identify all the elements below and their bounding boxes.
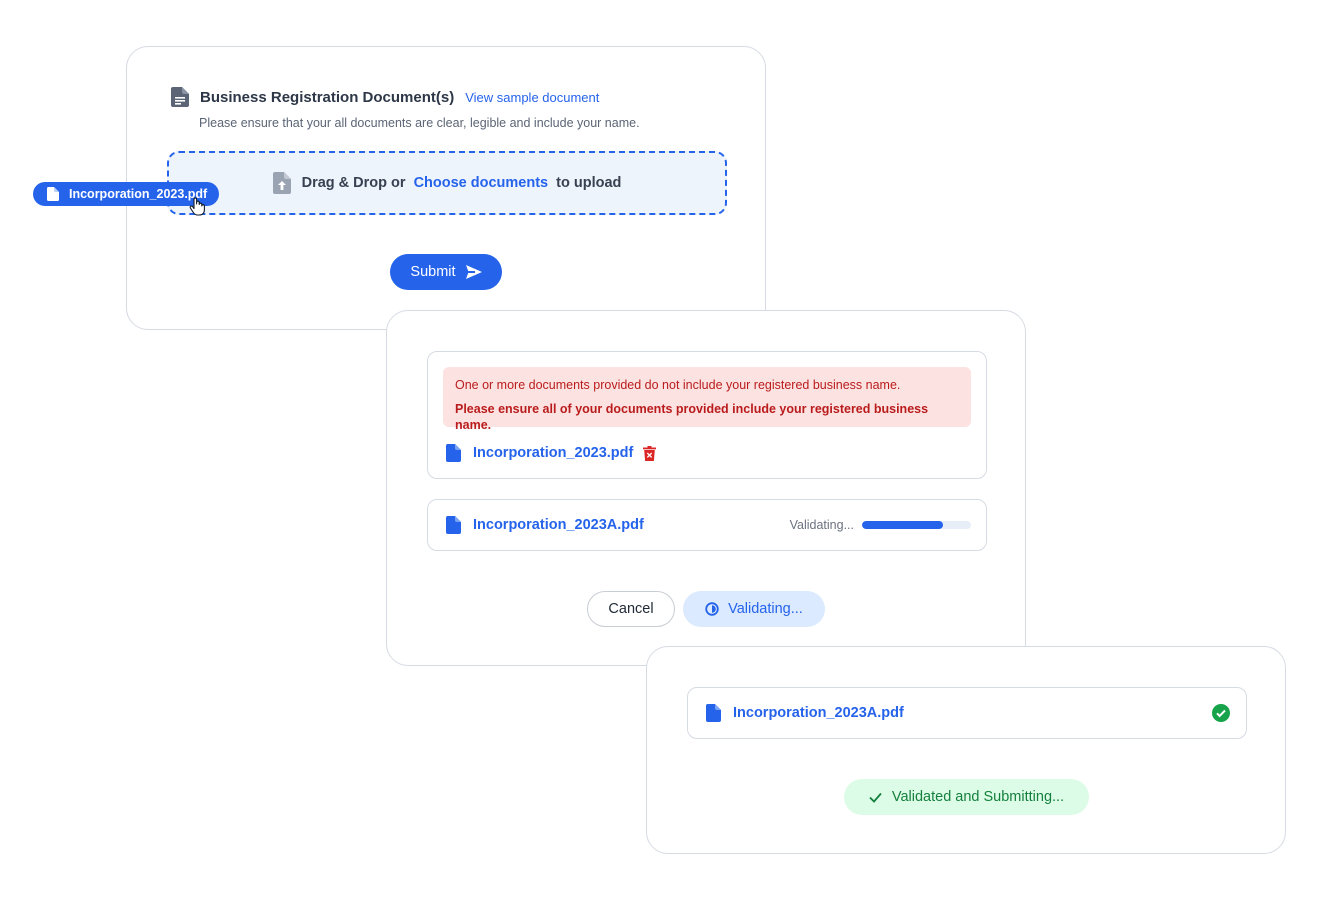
document-icon xyxy=(706,704,721,722)
upload-dropzone[interactable]: Drag & Drop or Choose documents to uploa… xyxy=(167,151,727,215)
progress-track xyxy=(862,521,971,529)
progress-fill xyxy=(862,521,943,529)
dropzone-text-after: to upload xyxy=(556,175,622,191)
error-instruction: Please ensure all of your documents prov… xyxy=(455,402,929,432)
rejected-file-row: Incorporation_2023.pdf xyxy=(446,444,657,462)
success-status-badge: Validated and Submitting... xyxy=(844,779,1089,815)
validated-file-row: Incorporation_2023A.pdf xyxy=(706,704,904,722)
check-circle-icon xyxy=(1212,704,1230,722)
document-title: Business Registration Document(s) xyxy=(200,88,455,106)
validation-progress: Validating... xyxy=(790,518,971,532)
send-icon xyxy=(465,265,482,279)
document-hint: Please ensure that your all documents ar… xyxy=(199,116,640,130)
dropzone-text-before: Drag & Drop or xyxy=(301,175,406,191)
file-upload-icon xyxy=(272,172,291,194)
validated-file-box: Incorporation_2023A.pdf xyxy=(687,687,1247,739)
document-icon xyxy=(446,516,461,534)
upload-card: Business Registration Document(s) View s… xyxy=(126,46,766,330)
pending-file-box: Incorporation_2023A.pdf Validating... xyxy=(427,499,987,551)
validated-file-link[interactable]: Incorporation_2023A.pdf xyxy=(733,705,904,721)
pending-file-row: Incorporation_2023A.pdf xyxy=(446,516,644,534)
validation-card: One or more documents provided do not in… xyxy=(386,310,1026,666)
document-header: Business Registration Document(s) View s… xyxy=(171,87,599,107)
choose-documents-link[interactable]: Choose documents xyxy=(413,175,549,191)
validating-button[interactable]: Validating... xyxy=(683,591,825,627)
dropzone-text: Drag & Drop or Choose documents to uploa… xyxy=(302,175,622,191)
view-sample-link[interactable]: View sample document xyxy=(465,89,600,105)
dragged-file-chip[interactable]: Incorporation_2023.pdf xyxy=(33,182,219,206)
success-card: Incorporation_2023A.pdf Validated and Su… xyxy=(646,646,1286,854)
rejected-file-box: One or more documents provided do not in… xyxy=(427,351,987,479)
pending-file-link[interactable]: Incorporation_2023A.pdf xyxy=(473,517,644,533)
submit-label: Submit xyxy=(410,264,456,280)
rejected-file-link[interactable]: Incorporation_2023.pdf xyxy=(473,445,634,461)
submit-button[interactable]: Submit xyxy=(390,254,502,290)
error-alert: One or more documents provided do not in… xyxy=(443,367,971,432)
success-status-label: Validated and Submitting... xyxy=(891,789,1065,805)
spinner-icon xyxy=(705,602,719,616)
trash-icon[interactable] xyxy=(643,445,657,461)
progress-label: Validating... xyxy=(789,518,854,532)
document-icon xyxy=(171,87,189,107)
error-message: One or more documents provided do not in… xyxy=(455,378,901,392)
validating-label: Validating... xyxy=(728,601,803,617)
document-icon xyxy=(446,444,461,462)
document-icon xyxy=(47,187,59,201)
grab-cursor-icon xyxy=(189,197,205,216)
dragged-file-name: Incorporation_2023.pdf xyxy=(69,187,208,201)
check-icon xyxy=(869,792,882,803)
cancel-button[interactable]: Cancel xyxy=(587,591,675,627)
